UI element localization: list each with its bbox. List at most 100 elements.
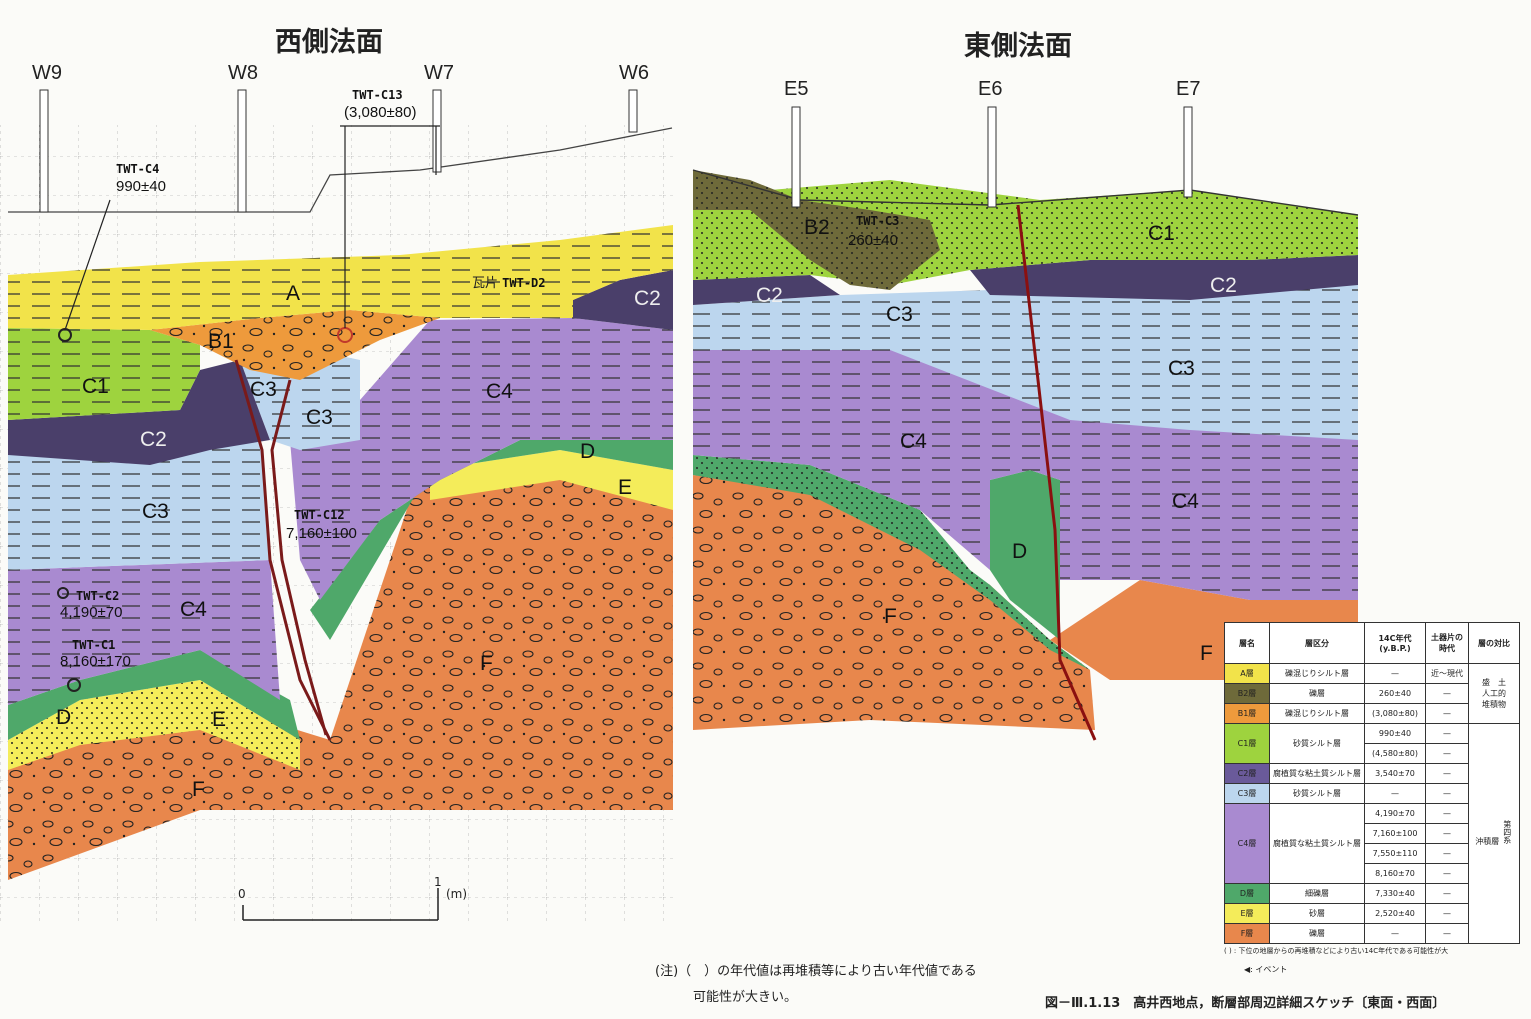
stake-e7: E7 [1176, 78, 1201, 100]
west-layer-d-left: D [56, 706, 72, 729]
scale-one: 1 [434, 875, 442, 889]
west-layer-f-right: F [480, 652, 493, 675]
legend-layer-date: (3,080±80) [1364, 703, 1426, 724]
stake-w7: W7 [424, 62, 454, 84]
east-layer-b2: B2 [804, 216, 830, 239]
west-layer-c3-middle: C3 [306, 406, 333, 429]
legend-layer-name: D層 [1224, 883, 1270, 904]
west-layer-b1: B1 [208, 330, 234, 353]
legend-row: (4,580±80)— [1225, 743, 1520, 764]
east-layer-c3-right: C3 [1168, 357, 1195, 380]
east-layer-f-left: F [884, 605, 897, 628]
scale-zero: 0 [238, 887, 246, 901]
legend-layer-era: — [1425, 723, 1469, 744]
east-face-title: 東側法面 [964, 31, 1072, 62]
legend-layer-date: 8,160±70 [1364, 863, 1426, 884]
legend-row: C3層砂質シルト層—— [1224, 783, 1520, 804]
legend-layer-name: C3層 [1224, 783, 1270, 804]
legend-corr-upper: 盛 土人工的堆積物 [1468, 663, 1520, 724]
legend-layer-era: — [1425, 843, 1469, 864]
stake-e5: E5 [784, 78, 809, 100]
west-layer-c1: C1 [82, 375, 109, 398]
legend-layer-desc: 礫層 [1269, 923, 1365, 944]
west-layer-c2-right: C2 [634, 287, 661, 310]
sample-twt-c1-id: TWT-C1 [72, 638, 116, 652]
legend-layer-desc: 腐植質な粘土質シルト層 [1269, 803, 1365, 884]
legend-layer-name: B2層 [1224, 683, 1270, 704]
west-layer-c2-left: C2 [140, 428, 167, 451]
legend-layer-name: C4層 [1224, 803, 1270, 884]
legend-header-era: 土器片の時代 [1425, 622, 1469, 664]
legend-layer-desc: 砂層 [1269, 903, 1365, 924]
sample-twt-c13-id: TWT-C13 [352, 88, 403, 102]
legend-header-date: 14C年代 (y.B.P.) [1364, 622, 1426, 664]
west-layer-e-right: E [618, 476, 633, 499]
stake-w6: W6 [619, 62, 649, 84]
legend-corr-lower: 沖積層 第四系 [1468, 723, 1520, 944]
east-layer-d: D [1012, 540, 1028, 563]
legend-layer-era: — [1425, 923, 1469, 944]
west-layer-d-right: D [580, 440, 596, 463]
legend-event-key: ◀: イベント [1244, 965, 1288, 974]
sample-twt-c12-id: TWT-C12 [294, 508, 345, 522]
legend-layer-date: 7,160±100 [1364, 823, 1426, 844]
legend-header-name: 層名 [1224, 622, 1270, 664]
legend-table: 層名 層区分 14C年代 (y.B.P.) 土器片の時代 層の対比 A層礫混じり… [1224, 622, 1520, 944]
legend-layer-era: — [1425, 903, 1469, 924]
legend-layer-era: 近～現代 [1425, 663, 1469, 684]
figure-caption: 図－Ⅲ.1.13 高井西地点，断層部周辺詳細スケッチ〔東面・西面〕 [1045, 996, 1446, 1011]
legend-layer-desc: 砂質シルト層 [1269, 723, 1365, 764]
sample-twt-c12-date: 7,160±100 [286, 525, 357, 542]
tile-fragment-label: 瓦片 [472, 276, 499, 291]
legend-layer-era: — [1425, 803, 1469, 824]
legend-layer-desc: 礫混じりシルト層 [1269, 703, 1365, 724]
legend-layer-date: 3,540±70 [1364, 763, 1426, 784]
sample-twt-c1-date: 8,160±170 [60, 653, 131, 670]
stratigraphy-legend: 層名 層区分 14C年代 (y.B.P.) 土器片の時代 層の対比 A層礫混じり… [1224, 622, 1524, 975]
note-line-2: 可能性が大きい。 [693, 990, 798, 1005]
legend-layer-desc: 腐植質な粘土質シルト層 [1269, 763, 1365, 784]
legend-layer-date: 990±40 [1364, 723, 1426, 744]
east-layer-c2-right: C2 [1210, 274, 1237, 297]
legend-layer-era: — [1425, 763, 1469, 784]
east-layer-c3-upper: C3 [886, 303, 913, 326]
legend-layer-date: 7,330±40 [1364, 883, 1426, 904]
legend-layer-era: — [1425, 683, 1469, 704]
west-layer-c4-left: C4 [180, 598, 207, 621]
sample-twt-c3-date: 260±40 [848, 232, 898, 249]
legend-corr-quaternary: 第四系 [1502, 820, 1512, 844]
legend-layer-name: F層 [1224, 923, 1270, 944]
legend-footnote: ( ) : 下位の地層からの再堆積などにより古い14C年代である可能性が大 [1224, 947, 1449, 955]
legend-layer-name: A層 [1224, 663, 1270, 684]
stake-w9: W9 [32, 62, 62, 84]
east-layer-c1: C1 [1148, 222, 1175, 245]
legend-header-desc: 層区分 [1269, 622, 1365, 664]
legend-layer-date: 260±40 [1364, 683, 1426, 704]
legend-layer-era: — [1425, 783, 1469, 804]
legend-layer-era: — [1425, 703, 1469, 724]
scale-unit: (m) [446, 887, 468, 901]
legend-corr-alluvium: 沖積層 [1475, 837, 1500, 846]
west-layer-e-left: E [212, 708, 227, 731]
stake-w8: W8 [228, 62, 258, 84]
legend-layer-name: B1層 [1224, 703, 1270, 724]
sample-twt-c2-id: TWT-C2 [76, 589, 120, 603]
sample-twt-c4-id: TWT-C4 [116, 162, 160, 176]
legend-layer-desc: 砂質シルト層 [1269, 783, 1365, 804]
west-layer-f-left: F [192, 778, 205, 801]
east-layer-c4-right: C4 [1172, 490, 1199, 513]
legend-layer-date: 4,190±70 [1364, 803, 1426, 824]
sample-twt-c2-date: 4,190±70 [60, 604, 123, 621]
west-layer-c3-lower: C3 [142, 500, 169, 523]
legend-header-correlation: 層の対比 [1468, 622, 1520, 664]
legend-layer-desc: 礫層 [1269, 683, 1365, 704]
note-line-1: (注)（ ）の年代値は再堆積等により古い年代値である [655, 964, 977, 979]
east-face-section [692, 106, 1359, 741]
legend-layer-name: C1層 [1224, 723, 1270, 764]
sample-twt-c3-id: TWT-C3 [856, 214, 900, 228]
